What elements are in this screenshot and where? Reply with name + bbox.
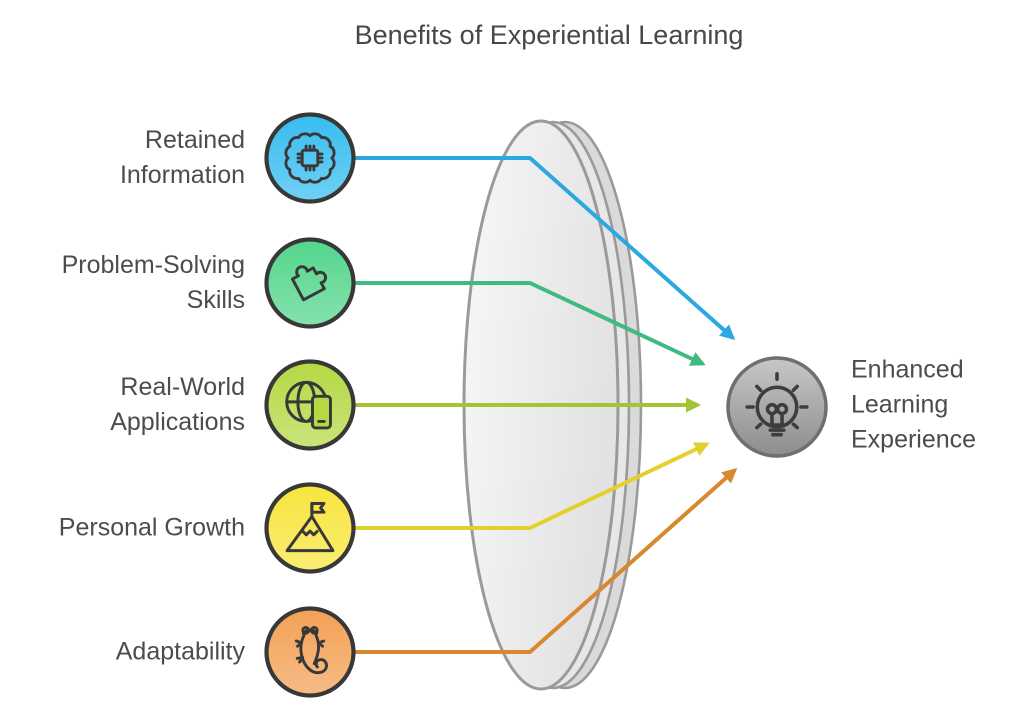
globe-phone-icon [285, 380, 332, 430]
lightbulb-icon [745, 372, 809, 437]
outcome-circle [725, 355, 829, 459]
benefit-circle-problem-solving-skills [264, 237, 356, 329]
benefit-circle-personal-growth [264, 482, 356, 574]
benefit-circle-retained-information [264, 112, 356, 204]
mountain-flag-icon [285, 502, 335, 553]
benefit-circle-real-world-applications [264, 359, 356, 451]
brain-chip-icon [284, 132, 336, 184]
puzzle-icon [290, 265, 328, 302]
outcome-label: Enhanced Learning Experience [851, 355, 977, 454]
arrow-personal-growth [350, 442, 710, 530]
phone-body [311, 394, 332, 430]
circle-shine [268, 116, 352, 200]
gecko-icon [294, 625, 328, 675]
circle-shine [268, 486, 352, 570]
benefit-label-retained-information: Retained Information [119, 126, 245, 189]
arrow-problem-solving-skills [350, 281, 706, 366]
circle-shine [268, 241, 352, 325]
benefit-label-personal-growth: Personal Growth [58, 513, 245, 542]
benefit-circle-adaptability [264, 606, 356, 698]
arrow-adaptability [350, 468, 738, 654]
circle-shine [268, 610, 352, 694]
circle-shine [268, 363, 352, 447]
diagram-title: Benefits of Experiential Learning [354, 20, 744, 50]
arrow-retained-information [350, 156, 736, 340]
benefit-label-problem-solving-skills: Problem-Solving Skills [61, 251, 245, 314]
benefit-label-real-world-applications: Real-World Applications [110, 373, 245, 436]
benefit-label-adaptability: Adaptability [115, 637, 245, 666]
